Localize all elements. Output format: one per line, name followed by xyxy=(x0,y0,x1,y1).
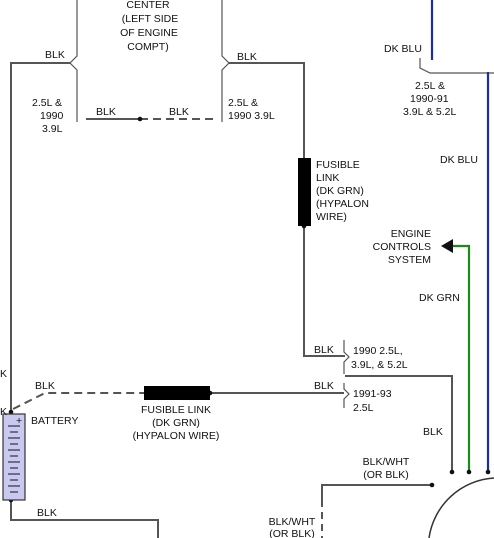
blk-wire-battery-bottom xyxy=(10,500,159,538)
splice-dot-icon xyxy=(485,469,491,475)
battery-icon xyxy=(2,413,26,501)
connector-left-edge xyxy=(69,0,78,122)
label-k-fragment-1: K xyxy=(0,368,7,380)
label-blk-mid-right: BLK xyxy=(169,106,189,118)
center-label-line1: CENTER xyxy=(126,0,170,11)
splice-dot-icon xyxy=(429,482,435,488)
bracket-1990 xyxy=(343,340,350,374)
label-ecs-3: SYSTEM xyxy=(388,254,431,266)
splice-dot-icon xyxy=(449,469,455,475)
fusible-link-icon xyxy=(298,158,311,226)
blk-wire-left-vertical xyxy=(10,62,71,412)
label-right-engine-3: 3.9L & 5.2L xyxy=(403,106,456,118)
label-fusible-top-4: (HYPALON xyxy=(316,198,369,210)
splice-dot-icon xyxy=(137,116,143,122)
label-dk-blu-2: DK BLU xyxy=(440,154,478,166)
label-engine-left-3: 3.9L xyxy=(42,123,63,135)
blk-wire-fusible-down xyxy=(303,226,345,357)
label-ecs-1: ENGINE xyxy=(391,228,431,240)
label-fusible-bot-3: (HYPALON WIRE) xyxy=(133,430,220,442)
label-blk-fusible-right: BLK xyxy=(314,380,334,392)
label-right-engine-1: 2.5L & xyxy=(415,80,445,92)
label-engine-left-1: 2.5L & xyxy=(32,97,62,109)
battery-body xyxy=(2,413,26,501)
label-ecs-2: CONTROLS xyxy=(373,241,431,253)
dk-blu-wires xyxy=(430,0,490,472)
label-blk-right-vertical: BLK xyxy=(423,426,443,438)
label-blk-mid-left: BLK xyxy=(96,106,116,118)
battery-plus-sign: + xyxy=(16,415,22,427)
label-dk-blu-1: DK BLU xyxy=(384,43,422,55)
label-k-fragment-2: K xyxy=(0,406,7,418)
label-blkwht-1: BLK/WHT xyxy=(363,456,410,468)
label-year-1990-2: 3.9L, & 5.2L xyxy=(351,359,408,371)
label-right-engine-2: 1990-91 xyxy=(410,93,449,105)
wires xyxy=(10,62,453,538)
battery-cells xyxy=(8,425,20,493)
label-engine-left-2: 1990 xyxy=(40,110,64,122)
label-year-1991-2: 2.5L xyxy=(353,402,374,414)
label-blkwht-2: BLK/WHT xyxy=(269,516,316,528)
bracket-right-top xyxy=(419,58,494,74)
label-year-1990-1: 1990 2.5L, xyxy=(353,345,403,357)
arrow-left-icon xyxy=(441,239,453,253)
label-blk-top-left: BLK xyxy=(45,49,65,61)
label-blkwht-1b: (OR BLK) xyxy=(363,469,409,481)
label-fusible-top-2: LINK xyxy=(316,172,339,184)
label-battery: BATTERY xyxy=(31,415,78,427)
label-year-1991-1: 1991-93 xyxy=(353,388,392,400)
label-blk-battery-left: BLK xyxy=(35,380,55,392)
center-label-line2: (LEFT SIDE xyxy=(122,13,178,25)
label-engine-right-1: 2.5L & xyxy=(228,97,258,109)
splice-dot-icon xyxy=(466,469,472,475)
label-fusible-top-5: WIRE) xyxy=(316,211,347,223)
label-blkwht-2b: (OR BLK) xyxy=(269,528,315,538)
label-blk-top-right: BLK xyxy=(237,51,257,63)
blk-wire-top-right xyxy=(229,62,305,158)
label-fusible-top-1: FUSIBLE xyxy=(316,159,360,171)
splice-dot-icon xyxy=(8,409,14,415)
label-blk-junction: BLK xyxy=(314,344,334,356)
blk-wire-1990-to-junction xyxy=(345,375,453,472)
label-fusible-top-3: (DK GRN) xyxy=(316,185,364,197)
dk-grn-wire xyxy=(452,244,471,472)
blk-wire-battery-dashed xyxy=(12,392,145,410)
center-label-line3: OF ENGINE xyxy=(120,27,178,39)
label-dk-grn: DK GRN xyxy=(419,292,460,304)
bracket-1991 xyxy=(343,383,350,408)
label-engine-right-2: 1990 3.9L xyxy=(228,110,275,122)
fusible-link-icon xyxy=(144,386,210,400)
component-circle xyxy=(428,477,494,538)
label-fusible-bot-2: (DK GRN) xyxy=(152,417,200,429)
variant-brackets xyxy=(343,58,494,408)
label-blk-bottom: BLK xyxy=(37,507,57,519)
center-label-line4: COMPT) xyxy=(127,41,168,53)
label-fusible-bot-1: FUSIBLE LINK xyxy=(141,404,211,416)
blkwht-wire-solid xyxy=(321,484,432,500)
